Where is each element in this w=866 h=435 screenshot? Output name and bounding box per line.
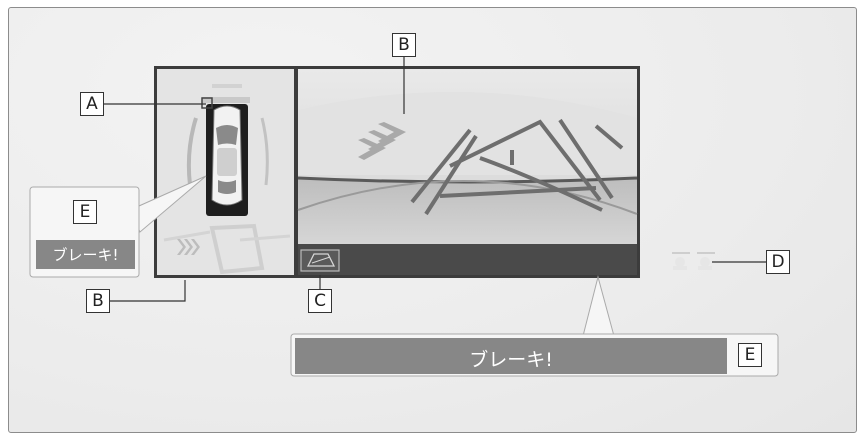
brake-warning-small: ブレーキ! (52, 246, 119, 264)
sensor-indicator (201, 97, 213, 109)
brake-warning-main: ブレーキ! (469, 349, 553, 371)
approach-chevrons-large (358, 122, 406, 160)
label-e-left: E (73, 200, 97, 224)
label-c: C (308, 289, 332, 313)
warning-callout-left (29, 175, 207, 278)
label-b-bottom: B (86, 289, 110, 313)
label-e-bottom: E (738, 343, 762, 367)
top-view-panel (157, 69, 294, 275)
car-icon (211, 105, 243, 206)
warning-callout-main (290, 275, 779, 377)
label-d: D (766, 250, 790, 274)
sensor-status-icons (672, 252, 715, 270)
status-bar (298, 244, 715, 275)
rear-camera-panel (297, 69, 638, 244)
label-b-top: B (392, 33, 416, 57)
display-screen (154, 66, 715, 278)
camera-switch-icon[interactable] (300, 249, 340, 272)
parking-guide-lines (410, 118, 624, 216)
leader-lines (104, 56, 766, 302)
label-a: A (80, 92, 104, 116)
approach-chevrons-small (177, 239, 200, 255)
